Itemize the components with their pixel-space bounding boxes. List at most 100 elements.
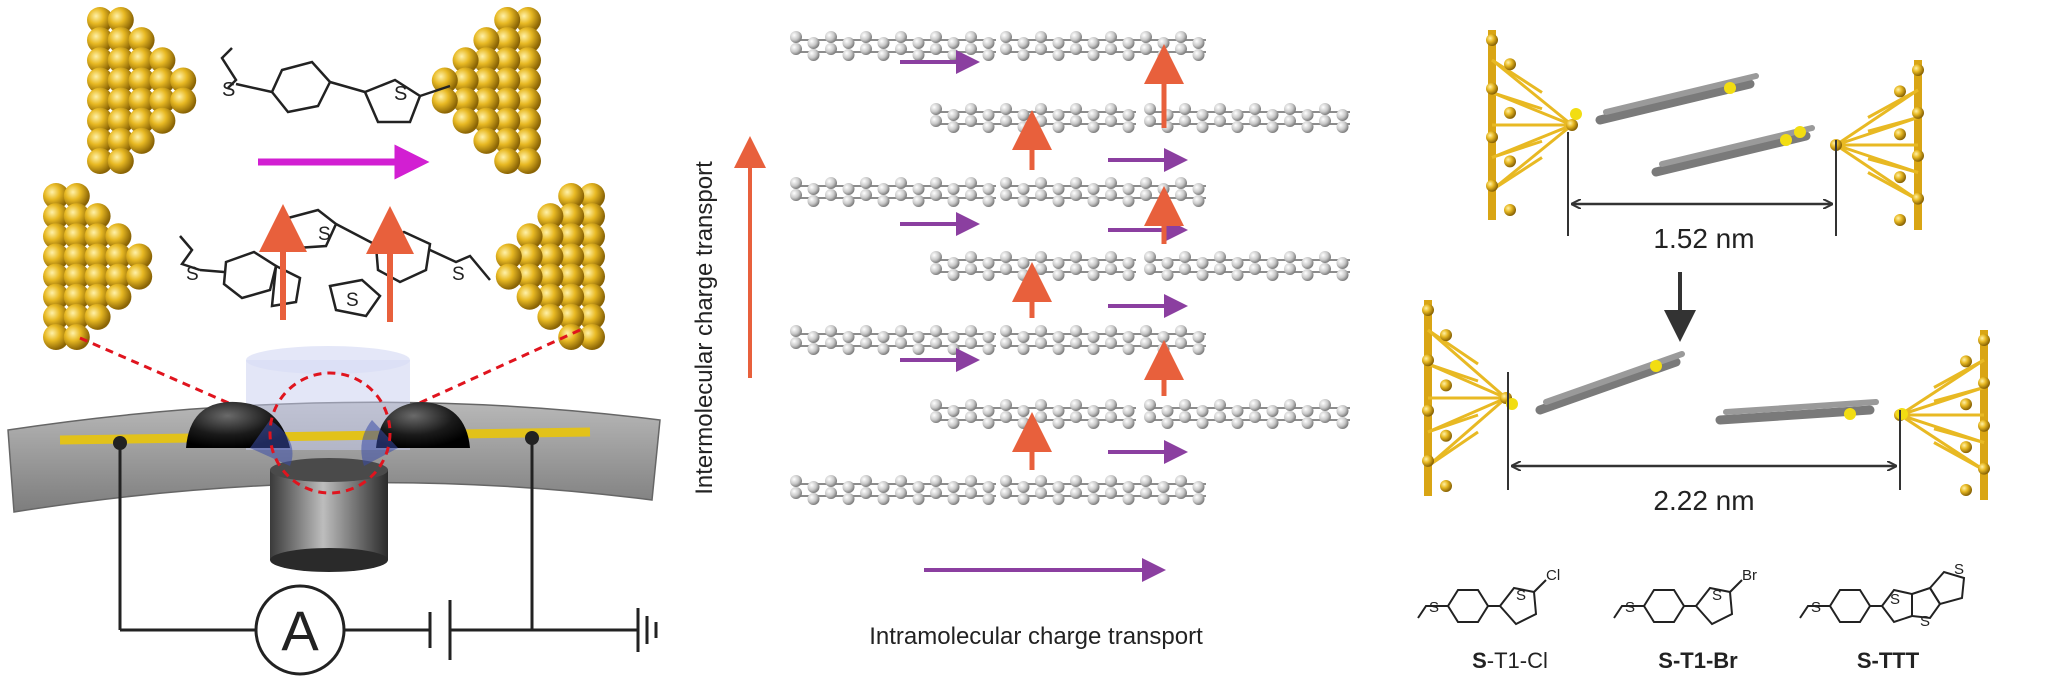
carbon-atom <box>877 37 890 49</box>
carbon-atom <box>930 337 942 349</box>
sulfur-label-top-left: S <box>222 79 235 101</box>
carbon-atom <box>790 177 802 189</box>
carbon-atom <box>1087 121 1100 133</box>
carbon-atom <box>1157 195 1170 207</box>
gold-atom <box>537 283 564 310</box>
carbon-atom <box>790 487 802 499</box>
gold-atom <box>63 183 90 209</box>
structure-s-ttt <box>1799 570 1966 624</box>
carbon-atom <box>965 31 977 43</box>
gold-electrode-top-right <box>431 7 541 175</box>
carbon-atom <box>947 417 960 429</box>
carbon-atom <box>1017 493 1030 505</box>
carbon-atom <box>982 493 995 505</box>
distance-top: 1.52 nm <box>1653 223 1754 254</box>
carbon-atom <box>1266 109 1279 121</box>
carbon-atom <box>1000 337 1012 349</box>
gold-atom <box>473 127 500 154</box>
carbon-atom <box>1035 263 1047 275</box>
carbon-atom <box>930 325 942 337</box>
carbon-atom <box>1196 257 1209 269</box>
carbon-atom <box>1035 43 1047 55</box>
gold-atom <box>43 283 69 310</box>
carbon-atom <box>1070 475 1082 487</box>
carbon-atom <box>1000 177 1012 189</box>
carbon-atom <box>1301 417 1314 429</box>
carbon-atom <box>1214 263 1226 275</box>
gold-atom <box>537 223 564 250</box>
gold-atom <box>63 203 90 230</box>
carbon-atom <box>912 343 925 355</box>
gold-atom <box>452 47 479 74</box>
carbon-atom <box>1017 269 1030 281</box>
carbon-atom <box>1105 337 1117 349</box>
carbon-atom <box>1231 257 1244 269</box>
carbon-atom <box>982 331 995 343</box>
carbon-atom <box>1105 399 1117 411</box>
gold-electrode-mid-right <box>495 183 605 351</box>
carbon-atom <box>1105 411 1117 423</box>
gold-atom <box>63 283 90 310</box>
carbon-atom <box>1017 417 1030 429</box>
gold-atom <box>149 107 176 134</box>
carbon-atom <box>1175 487 1187 499</box>
gold-atom <box>473 27 500 54</box>
carbon-atom <box>1052 183 1065 195</box>
carbon-atom <box>877 493 890 505</box>
molecule-name-s-t1-br: S-T1-Br <box>1658 648 1738 673</box>
carbon-atom <box>1196 121 1209 133</box>
carbon-atom <box>1161 405 1174 417</box>
carbon-atom <box>1175 43 1187 55</box>
sulfur-label-mid-a: S <box>318 224 331 245</box>
carbon-atom <box>807 481 820 493</box>
carbon-atom <box>982 269 995 281</box>
carbon-atom <box>1122 49 1135 61</box>
carbon-atom <box>1301 269 1314 281</box>
gold-bond <box>1427 430 1479 468</box>
gold-atom <box>473 107 500 134</box>
carbon-atom <box>807 183 820 195</box>
gold-atom <box>128 107 155 134</box>
carbon-atom <box>807 331 820 343</box>
gold-atom <box>1894 85 1906 98</box>
ammeter <box>254 584 346 676</box>
s-label-ttt-1: S <box>1811 599 1821 616</box>
s-label-ttt-2: S <box>1890 591 1900 608</box>
gold-atom <box>63 243 90 270</box>
carbon-atom <box>1161 417 1174 429</box>
carbon-atom <box>895 487 907 499</box>
carbon-atom <box>860 177 872 189</box>
gold-atom <box>84 243 111 270</box>
gold-atom <box>1960 484 1972 496</box>
sulfur-label-mid-c: S <box>186 264 199 285</box>
carbon-atom <box>1087 49 1100 61</box>
s-label-cl-1: S <box>1429 599 1439 616</box>
carbon-atom <box>1336 257 1349 269</box>
carbon-atom <box>1000 251 1012 263</box>
gold-atom <box>473 67 500 94</box>
carbon-atom <box>1336 417 1349 429</box>
carbon-atom <box>1196 405 1209 417</box>
carbon-atom <box>1105 31 1117 43</box>
carbon-atom <box>1140 487 1152 499</box>
carbon-atom <box>790 189 802 201</box>
gold-atom <box>516 263 543 290</box>
gold-bond <box>1491 139 1543 159</box>
blue-shade-left <box>250 420 293 466</box>
carbon-atom <box>1105 115 1117 127</box>
gold-bond <box>1933 358 1985 389</box>
gold-atom <box>473 87 500 114</box>
carbon-atom <box>895 337 907 349</box>
gold-bond <box>1933 427 1985 444</box>
molecule-name-s-ttt: S-TTT <box>1857 648 1920 673</box>
carbon-atom <box>1157 37 1170 49</box>
carbon-atom <box>877 331 890 343</box>
gold-atom <box>1912 192 1924 205</box>
carbon-atom <box>1175 475 1187 487</box>
gold-bond <box>1491 58 1543 94</box>
carbon-atom <box>982 121 995 133</box>
carbon-atom <box>912 37 925 49</box>
gold-atom <box>494 7 521 33</box>
gold-atom <box>515 7 541 33</box>
sulfur-label-top-thiophene: S <box>394 83 407 105</box>
